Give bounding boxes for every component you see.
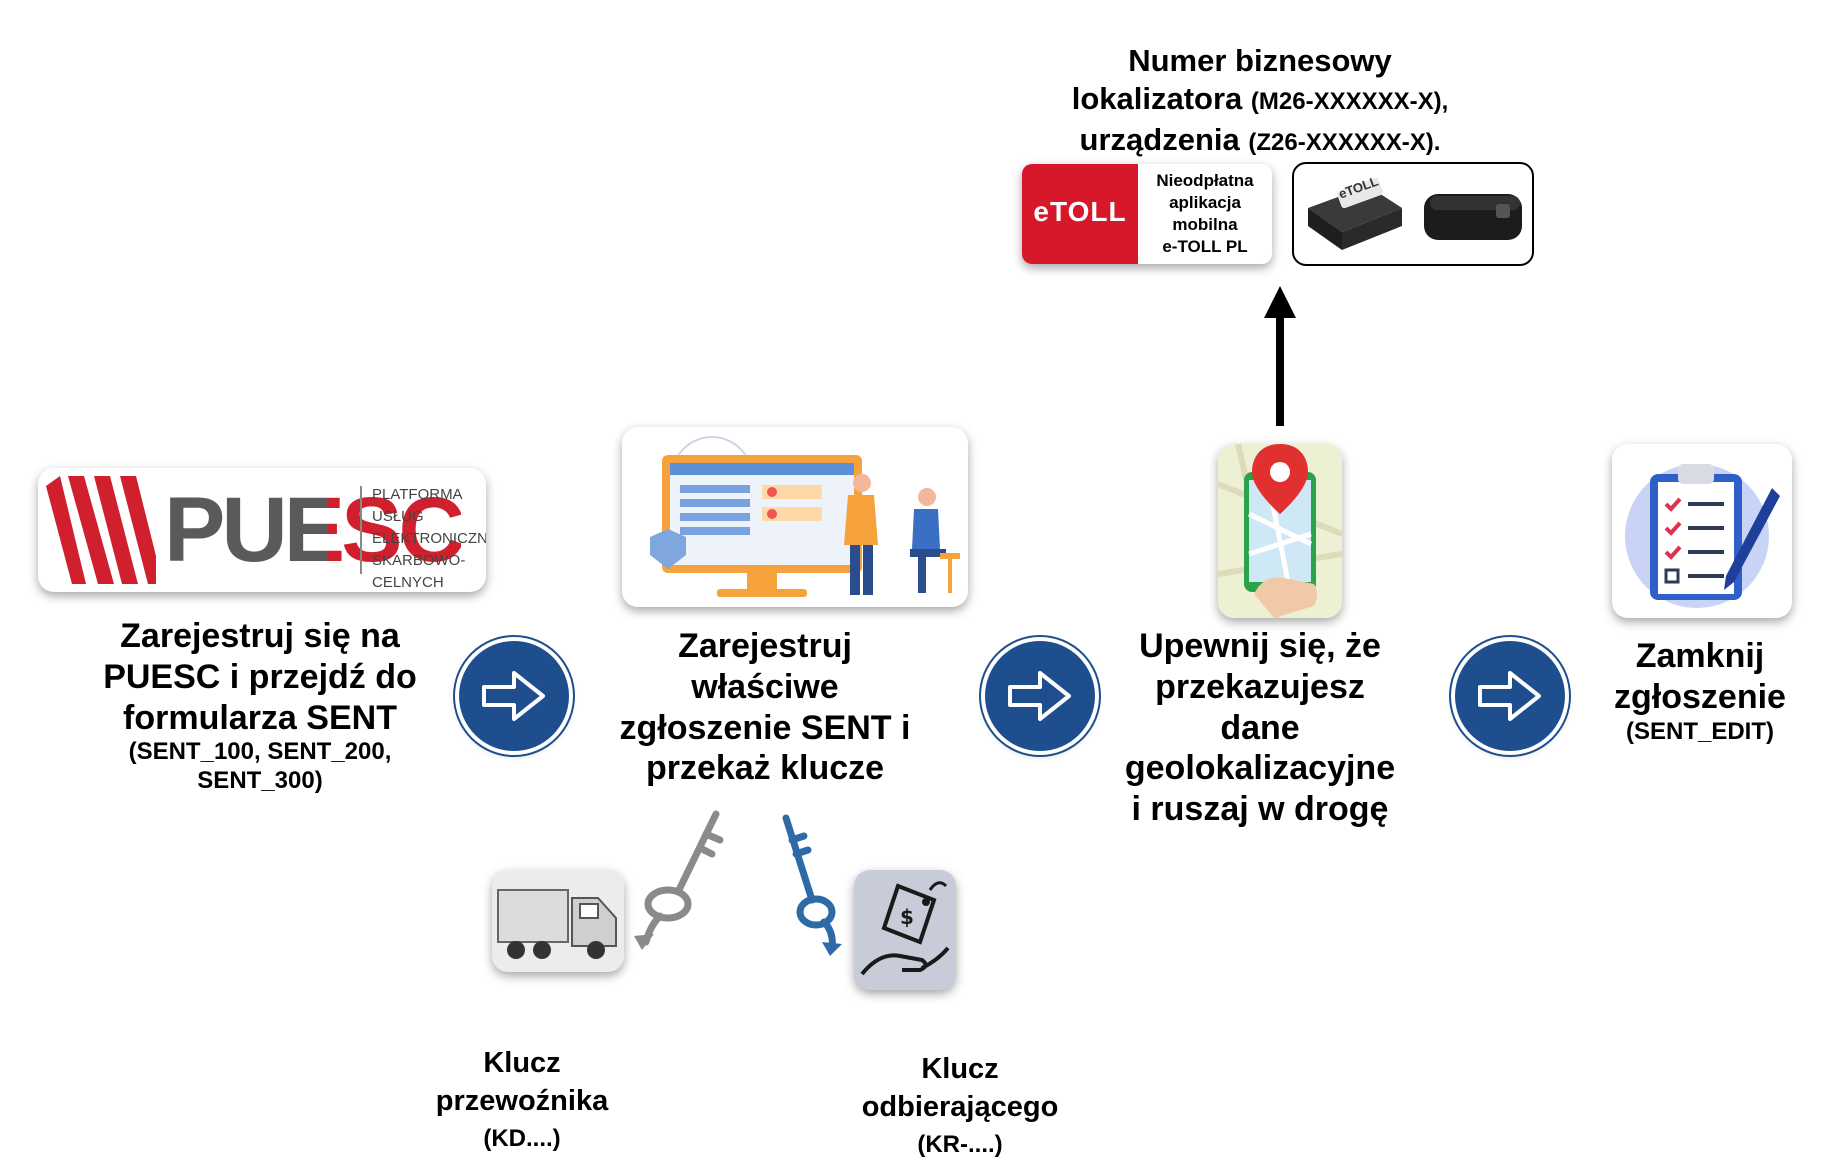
truck-icon (497, 889, 617, 959)
step1-text: Zarejestruj się na PUESC i przejdź do fo… (20, 616, 500, 796)
step3-line: Upewnij się, że (1139, 627, 1381, 665)
carrier-key-line: Klucz (483, 1047, 561, 1079)
person-icon (853, 474, 871, 492)
step1-line: Zarejestruj się na (120, 617, 400, 655)
etoll-logo-text: eTOLL (1033, 196, 1127, 227)
pen-icon (1724, 488, 1780, 590)
phone-map-illustration (1218, 444, 1342, 618)
key-receiver-icon (782, 814, 842, 956)
registration-illustration (622, 427, 968, 607)
step4-code: (SENT_EDIT) (1625, 717, 1774, 745)
etoll-logo: eTOLL (1022, 164, 1138, 264)
key-carrier-icon (634, 810, 724, 950)
price-tag-icon: $ (860, 881, 950, 976)
locator-label: lokalizatora (1071, 81, 1243, 116)
business-number-caption: Numer biznesowy lokalizatora (M26-XXXXXX… (1000, 42, 1520, 162)
puesc-logo-text: PUESC (164, 479, 465, 581)
step1-line: PUESC i przejdź do (103, 657, 417, 696)
step3-line: przekazujesz (1155, 667, 1365, 706)
etoll-app-card: eTOLL Nieodpłatna aplikacja mobilna e-TO… (1022, 164, 1272, 264)
carrier-key-code: (KD....) (483, 1125, 561, 1152)
business-number-line: lokalizatora (M26-XXXXXX-X), (1000, 80, 1520, 121)
puesc-stripes-icon (46, 476, 156, 584)
locator-code: (M26-XXXXXX-X), (1250, 88, 1449, 115)
truck-illustration (492, 870, 624, 972)
step4-line: Zamknij (1635, 637, 1765, 675)
arrow-right-icon (459, 641, 569, 751)
step3-line: geolokalizacyjne (1124, 749, 1396, 788)
step3-line: dane (1220, 708, 1300, 747)
business-number-line: Numer biznesowy (1128, 43, 1392, 78)
receiver-key-line: odbierającego (861, 1091, 1059, 1123)
puesc-subtitle-line: USŁUG (372, 508, 424, 525)
step1-line: formularza SENT (123, 698, 397, 737)
puesc-subtitle-line: SKARBOWO-CELNYCH (372, 552, 466, 591)
receiver-key-line: Klucz (921, 1053, 999, 1085)
step4-line: zgłoszenie (1614, 677, 1786, 716)
obu-device-icon (1308, 178, 1402, 250)
step2-line: zgłoszenie SENT i (619, 708, 911, 747)
arrow-up-icon (1264, 286, 1296, 426)
step1-code-line: (SENT_100, SENT_200, (128, 738, 392, 766)
device-label: urządzenia (1079, 122, 1240, 157)
arrow-right-icon (985, 641, 1095, 751)
step2-line: przekaż klucze (645, 749, 885, 788)
puesc-subtitle-line: ELEKTRONICZNYCH (372, 530, 486, 547)
clipboard-illustration (1612, 444, 1792, 618)
puesc-divider (360, 486, 362, 574)
etoll-app-line: aplikacja (1169, 193, 1241, 212)
gps-locator-icon (1424, 194, 1522, 240)
receiver-key-label: Klucz odbierającego (KR-....) (810, 1050, 1110, 1164)
hand-icon (860, 946, 950, 976)
etoll-app-line: Nieodpłatna (1156, 171, 1254, 190)
carrier-key-label: Klucz przewoźnika (KD....) (372, 1044, 672, 1158)
etoll-app-line: mobilna (1172, 215, 1238, 234)
device-code: (Z26-XXXXXX-X). (1248, 129, 1441, 156)
step3-text: Upewnij się, że przekazujesz dane geolok… (1080, 626, 1440, 830)
devices-card: eTOLL (1292, 162, 1534, 266)
receiver-key-code: (KR-....) (917, 1131, 1003, 1158)
puesc-subtitle-line: PLATFORMA (372, 486, 463, 503)
carrier-key-line: przewoźnika (435, 1085, 609, 1117)
etoll-app-line: e-TOLL PL (1162, 237, 1248, 256)
etoll-app-text: Nieodpłatna aplikacja mobilna e-TOLL PL (1142, 170, 1268, 258)
step2-line: Zarejestruj (678, 627, 852, 665)
arrow-right-icon (1455, 641, 1565, 751)
step3-line: i ruszaj w drogę (1131, 790, 1389, 829)
step4-text: Zamknij zgłoszenie (SENT_EDIT) (1580, 636, 1820, 746)
person-icon (918, 488, 936, 506)
puesc-logo: PUESC PLATFORMA USŁUG ELEKTRONICZNYCH SK… (38, 468, 486, 592)
svg-text:$: $ (900, 905, 914, 929)
step2-text: Zarejestruj właściwe zgłoszenie SENT i p… (565, 626, 965, 789)
hand-price-tag-illustration: $ (854, 870, 956, 990)
puesc-subtitle: PLATFORMA USŁUG ELEKTRONICZNYCH SKARBOWO… (372, 484, 486, 592)
shield-icon (650, 529, 686, 569)
business-number-line: urządzenia (Z26-XXXXXX-X). (1000, 121, 1520, 162)
step1-code-line: SENT_300) (197, 767, 323, 795)
step2-line: właściwe (691, 667, 839, 706)
